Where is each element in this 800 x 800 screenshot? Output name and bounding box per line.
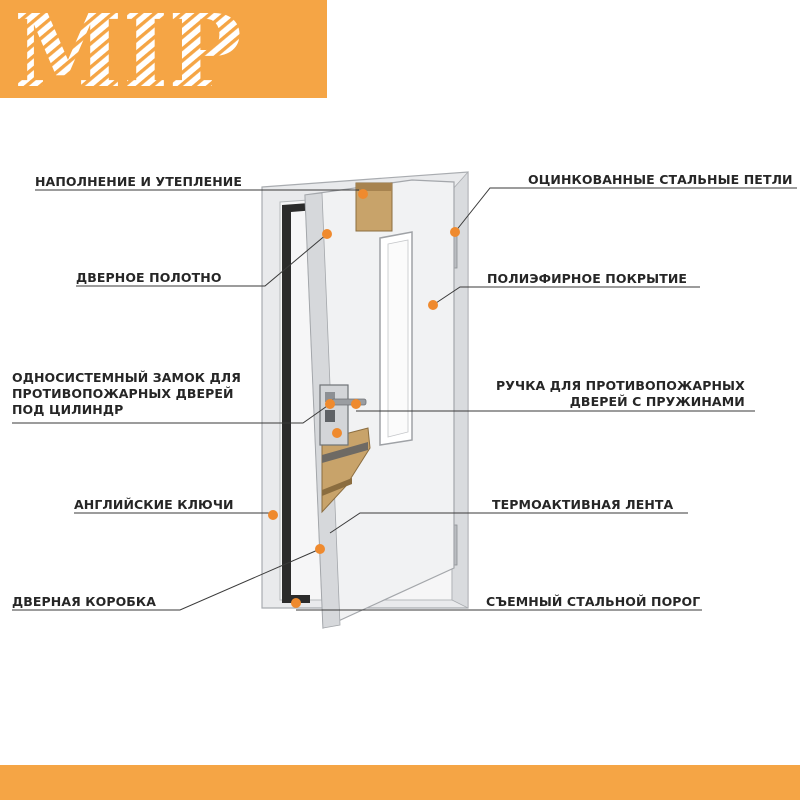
dot-frame <box>268 510 278 520</box>
dot-threshold <box>291 598 301 608</box>
dot-handle <box>351 399 361 409</box>
label-door-frame: ДВЕРНАЯ КОРОБКА <box>12 594 157 609</box>
dot-tape <box>315 544 325 554</box>
dot-keys <box>332 428 342 438</box>
dot-coating <box>428 300 438 310</box>
dot-lock <box>325 399 335 409</box>
label-filling: НАПОЛНЕНИЕ И УТЕПЛЕНИЕ <box>35 174 242 189</box>
label-lock-line-2: ПРОТИВОПОЖАРНЫХ ДВЕРЕЙ <box>12 386 234 401</box>
door-leaf <box>304 179 455 629</box>
label-threshold: СЪЕМНЫЙ СТАЛЬНОЙ ПОРОГ <box>486 594 701 609</box>
label-keys: АНГЛИЙСКИЕ КЛЮЧИ <box>74 497 234 512</box>
dot-leaf <box>322 229 332 239</box>
label-coating: ПОЛИЭФИРНОЕ ПОКРЫТИЕ <box>487 271 688 286</box>
logo: МІР <box>14 0 242 98</box>
label-lock-line-1: ОДНОСИСТЕМНЫЙ ЗАМОК ДЛЯ <box>12 370 242 385</box>
label-handle-line-2: ДВЕРЕЙ С ПРУЖИНАМИ <box>569 394 745 409</box>
bottom-band <box>0 765 800 800</box>
label-door-leaf: ДВЕРНОЕ ПОЛОТНО <box>76 270 222 285</box>
label-handle-line-1: РУЧКА ДЛЯ ПРОТИВОПОЖАРНЫХ <box>496 378 745 393</box>
logo-band <box>0 0 327 98</box>
label-hinges: ОЦИНКОВАННЫЕ СТАЛЬНЫЕ ПЕТЛИ <box>528 172 793 187</box>
label-lock-line-3: ПОД ЦИЛИНДР <box>12 402 124 417</box>
dot-filling <box>358 189 368 199</box>
callout-dots <box>268 189 460 608</box>
dot-hinges <box>450 227 460 237</box>
label-tape: ТЕРМОАКТИВНАЯ ЛЕНТА <box>492 497 674 512</box>
leader-lines <box>12 187 797 611</box>
logo-text: МІР <box>14 0 242 98</box>
label-handle: РУЧКА ДЛЯ ПРОТИВОПОЖАРНЫХ ДВЕРЕЙ С ПРУЖИ… <box>496 378 745 410</box>
label-lock: ОДНОСИСТЕМНЫЙ ЗАМОК ДЛЯ ПРОТИВОПОЖАРНЫХ … <box>12 370 241 418</box>
